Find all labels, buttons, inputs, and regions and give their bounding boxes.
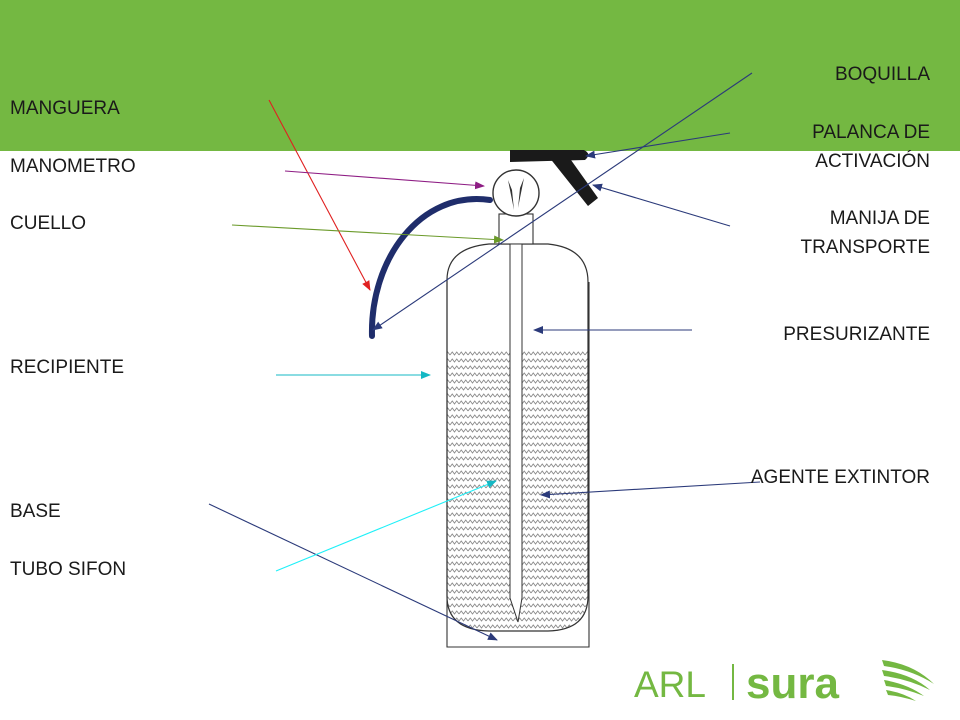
logo-mark: ARL sura <box>634 659 934 708</box>
carry-handle <box>545 152 598 206</box>
logo-text-sura: sura <box>746 659 839 708</box>
leader-palanca <box>585 132 731 159</box>
label-manometro: MANOMETRO <box>10 156 136 177</box>
label-recipiente: RECIPIENTE <box>10 357 125 378</box>
siphon-tube <box>509 243 523 623</box>
logo-text-arl: ARL <box>634 664 706 705</box>
leader-boquilla <box>372 72 753 331</box>
leader-cuello <box>231 224 504 244</box>
label-manija: MANIJA DE TRANSPORTE <box>800 208 930 258</box>
label-presurizante: PRESURIZANTE <box>783 324 930 345</box>
label-base: BASE <box>10 501 61 522</box>
hose <box>368 196 493 339</box>
neck <box>498 213 534 245</box>
header-banner <box>0 0 960 151</box>
leader-tubo-sifon <box>275 480 497 572</box>
logo-divider <box>732 664 734 700</box>
label-agente: AGENTE EXTINTOR <box>750 467 930 488</box>
label-boquilla: BOQUILLA <box>834 64 930 85</box>
label-manguera: MANGUERA <box>10 98 120 119</box>
leader-manometro <box>284 170 485 190</box>
leader-manija <box>592 183 731 227</box>
label-palanca: PALANCA DE ACTIVACIÓN <box>812 122 930 172</box>
pressure-gauge <box>492 169 540 217</box>
gauge-needle <box>508 178 524 210</box>
leader-base <box>208 503 498 641</box>
logo-wings-icon <box>882 660 934 701</box>
container-body <box>446 243 589 632</box>
label-cuello: CUELLO <box>10 213 87 234</box>
arl-sura-logo: ARL sura <box>632 654 942 710</box>
leader-manguera <box>268 99 371 291</box>
leader-agente <box>540 481 761 499</box>
label-tubo-sifon: TUBO SIFON <box>10 559 127 580</box>
